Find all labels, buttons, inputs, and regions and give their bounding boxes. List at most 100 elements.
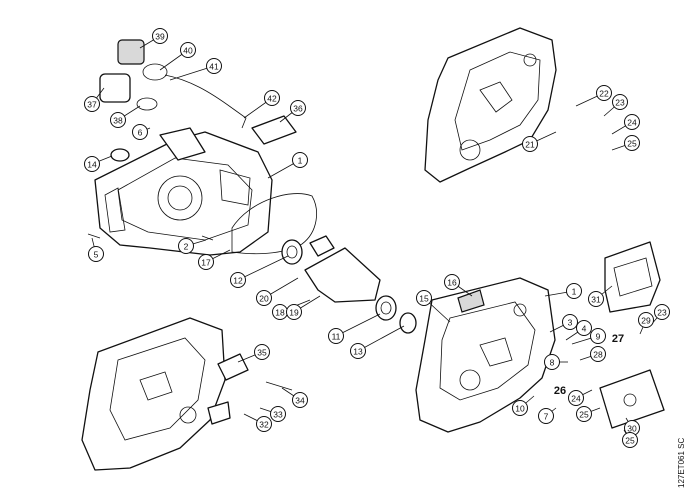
callout-circle [512, 400, 528, 416]
part-callout: 40 [180, 42, 196, 58]
leader-line [357, 325, 405, 352]
callout-circle [264, 90, 280, 106]
callout-number: 29 [641, 316, 651, 326]
part-callout: 32 [256, 416, 272, 432]
callout-circle [624, 135, 640, 151]
part-callout: 22 [596, 85, 612, 101]
callout-circle [350, 343, 366, 359]
callout-circle [612, 94, 628, 110]
callout-number: 35 [257, 348, 267, 358]
bracket [207, 401, 231, 425]
crankshaft-assembly [281, 235, 417, 334]
callout-number: 31 [591, 295, 601, 305]
callout-circle [180, 42, 196, 58]
part-callout: 25 [624, 135, 640, 151]
crankcase-right-half [415, 277, 556, 433]
callout-circle [88, 246, 104, 262]
part-callout: 2 [178, 238, 194, 254]
callout-circle [198, 254, 214, 270]
crankcase-left-half [94, 127, 273, 256]
callout-circle [654, 304, 670, 320]
part-callout: 9 [590, 328, 606, 344]
callout-circle [84, 96, 100, 112]
part-callout: 8 [544, 354, 560, 370]
callout-number: 14 [87, 160, 97, 170]
callout-number: 30 [627, 424, 637, 434]
callout-number: 5 [94, 250, 99, 260]
callout-circle [416, 290, 432, 306]
part-callout: 16 [444, 274, 460, 290]
part-callout: 31 [588, 291, 604, 307]
callout-circle [256, 416, 272, 432]
callout-circle [588, 291, 604, 307]
callout-circle [622, 432, 638, 448]
part-callout: 17 [198, 254, 214, 270]
part-callout: 14 [84, 156, 100, 172]
callout-number: 4 [582, 324, 587, 334]
part-callout: 7 [538, 408, 554, 424]
part-callout: 34 [292, 392, 308, 408]
leader-line [237, 255, 289, 281]
callout-number: 25 [625, 436, 635, 446]
callout-circle [152, 28, 168, 44]
part-callout: 24 [568, 390, 584, 406]
callout-number: 34 [295, 396, 305, 406]
part-callout: 25 [576, 406, 592, 422]
callout-circle [84, 156, 100, 172]
callout-number: 28 [593, 350, 603, 360]
callout-number: 11 [332, 332, 341, 342]
part-callout: 39 [152, 28, 168, 44]
part-callout: 1 [292, 152, 308, 168]
dowel-pin [201, 235, 214, 241]
clutch-assembly [99, 39, 247, 129]
part-callout: 41 [206, 58, 222, 74]
part-callout: 38 [110, 112, 126, 128]
callout-circle [568, 390, 584, 406]
callout-number: 24 [571, 394, 581, 404]
callout-circle [290, 100, 306, 116]
mounting-plate [599, 369, 665, 429]
callout-circle [566, 283, 582, 299]
callout-number: 1 [298, 156, 303, 166]
callout-circle [624, 114, 640, 130]
callout-circle [110, 112, 126, 128]
callout-number: 39 [155, 32, 165, 42]
part-callout: 29 [638, 312, 654, 328]
position-label: 26 [554, 385, 566, 397]
callout-number: 36 [293, 104, 303, 114]
callout-circle [292, 152, 308, 168]
part-callout: 36 [290, 100, 306, 116]
part-callout: 20 [256, 290, 272, 306]
callout-circle [538, 408, 554, 424]
callout-circle [178, 238, 194, 254]
callout-circle [328, 328, 344, 344]
part-callout: 23 [612, 94, 628, 110]
callout-number: 24 [627, 118, 637, 128]
part-callout: 4 [576, 320, 592, 336]
callout-number: 37 [87, 100, 97, 110]
callout-number: 42 [267, 94, 277, 104]
part-callout: 13 [350, 343, 366, 359]
callout-number: 33 [273, 410, 283, 420]
part-callout: 10 [512, 400, 528, 416]
position-label: 27 [612, 333, 624, 345]
callout-number: 16 [447, 278, 457, 288]
callout-number: 2 [184, 242, 189, 252]
callout-circle [576, 406, 592, 422]
callout-number: 23 [615, 98, 625, 108]
decal [251, 115, 297, 145]
callout-number: 19 [289, 308, 299, 318]
callout-number: 32 [259, 420, 269, 430]
callout-circle [576, 320, 592, 336]
cover-plate [604, 241, 661, 313]
part-callout: 37 [84, 96, 100, 112]
callout-number: 13 [353, 347, 363, 357]
callout-number: 10 [515, 404, 525, 414]
crankcase-background-upper-right [424, 27, 557, 183]
callout-circle [638, 312, 654, 328]
part-callout: 24 [624, 114, 640, 130]
callout-number: 1 [572, 287, 577, 297]
